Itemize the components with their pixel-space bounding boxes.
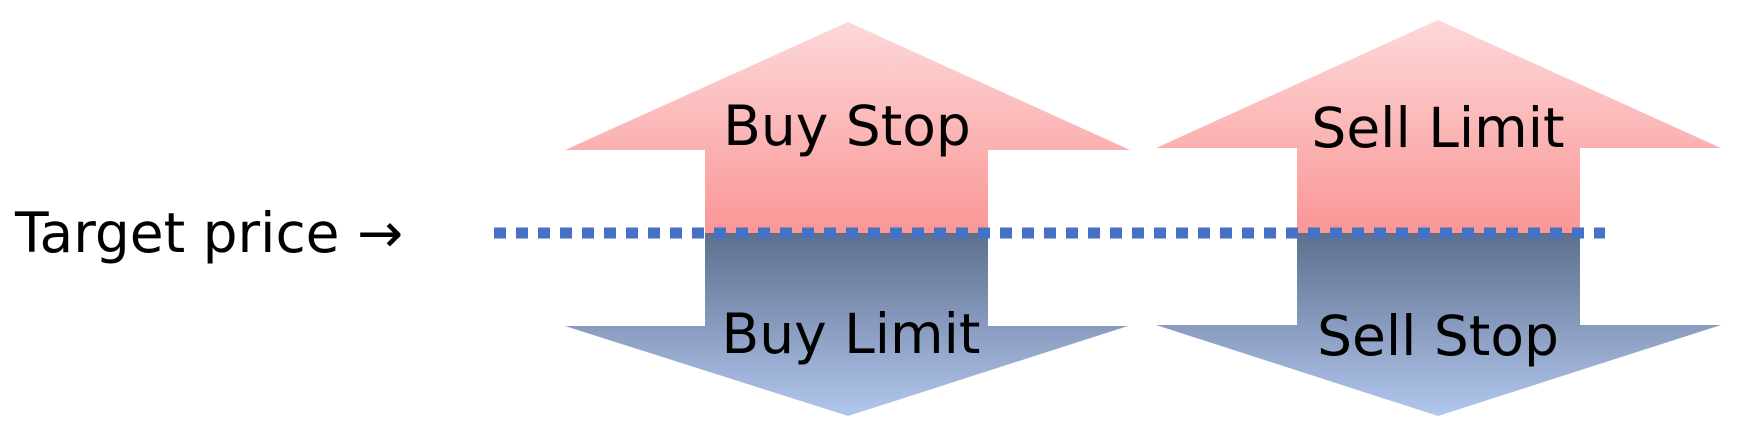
sell-limit-label: Sell Limit <box>1311 96 1564 160</box>
buy-limit-arrow <box>565 232 1128 416</box>
buy-stop-arrow <box>565 22 1130 233</box>
sell-stop-arrow <box>1156 232 1721 416</box>
sell-limit-arrow <box>1156 20 1721 233</box>
target-price-label: Target price → <box>14 201 403 265</box>
buy-limit-label: Buy Limit <box>722 302 981 366</box>
sell-stop-label: Sell Stop <box>1317 304 1559 368</box>
buy-stop-label: Buy Stop <box>723 94 971 158</box>
